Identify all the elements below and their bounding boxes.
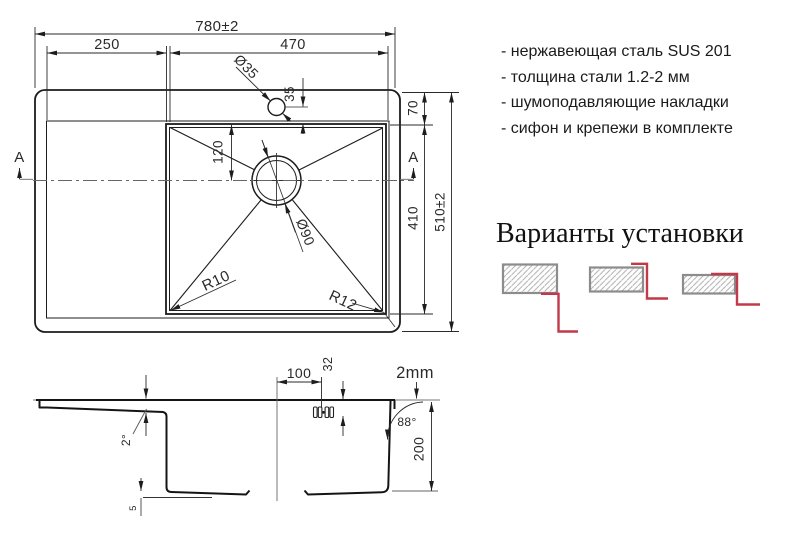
deck-edge (46, 120, 390, 319)
dim-faucet-offset: 35 (282, 86, 297, 102)
label-drainer-slope: 2° (119, 434, 133, 446)
dim-drain-offset: 100 (287, 365, 312, 381)
dim-bowl-depth: 200 (411, 437, 427, 462)
dim-overall-width: 780±2 (195, 18, 239, 35)
countertop-section (681, 273, 737, 295)
section-marker-a-right: A (408, 149, 418, 166)
sink-edge-profile (711, 272, 760, 306)
top-view-dimensions (17, 27, 459, 332)
sink-profile-left (36, 399, 395, 496)
bowl-rim-inner (169, 127, 383, 311)
section-dimensions (132, 375, 438, 516)
dim-bottom-gap: 5 (128, 505, 139, 511)
section-marker-a-left: A (14, 149, 24, 166)
sink-edge-profile (631, 262, 668, 300)
section-view (33, 375, 440, 516)
dim-bowl-length: 410 (406, 206, 421, 230)
feature-item-thickness: - толщина стали 1.2-2 мм (501, 68, 690, 86)
install-option-undermount (681, 272, 760, 306)
countertop-section (501, 263, 559, 295)
dim-drain-boss-height: 32 (321, 357, 335, 372)
install-option-overmount (501, 263, 578, 333)
section-marker-arrows (17, 168, 416, 180)
features-list: - нержавеющая сталь SUS 201 - толщина ст… (501, 39, 733, 141)
dim-rim-to-bowl: 70 (406, 100, 421, 116)
dim-bowl-width: 470 (280, 37, 305, 53)
countertop-section (588, 266, 645, 293)
dim-faucet-diameter: Ø35 (231, 51, 262, 82)
feature-item-accessories: - сифон и крепежи в комплекте (501, 119, 733, 137)
label-radius-r10: R10 (199, 267, 232, 295)
feature-item-soundproofing: - шумоподавляющие накладки (501, 94, 729, 111)
installation-diagrams (501, 262, 760, 333)
label-wall-angle: 88° (397, 415, 416, 429)
sink-edge-profile (541, 292, 578, 333)
drain-fitting (312, 406, 335, 419)
installation-heading: Варианты установки (496, 218, 744, 249)
install-option-flush-mount (588, 262, 668, 300)
dim-drainer-width: 250 (94, 37, 119, 53)
dim-drain-from-top: 120 (211, 140, 226, 164)
sink-outline (34, 89, 401, 333)
label-steel-thickness: 2mm (396, 364, 434, 382)
dim-drain-diameter: Ø90 (293, 216, 318, 248)
bowl-diagonals (169, 127, 383, 311)
sink-profile-right (303, 400, 396, 496)
top-view (33, 89, 414, 333)
feature-item-material: - нержавеющая сталь SUS 201 (501, 43, 732, 60)
dim-overall-depth: 510±2 (433, 192, 448, 231)
bowl-rim-outer (165, 123, 387, 315)
